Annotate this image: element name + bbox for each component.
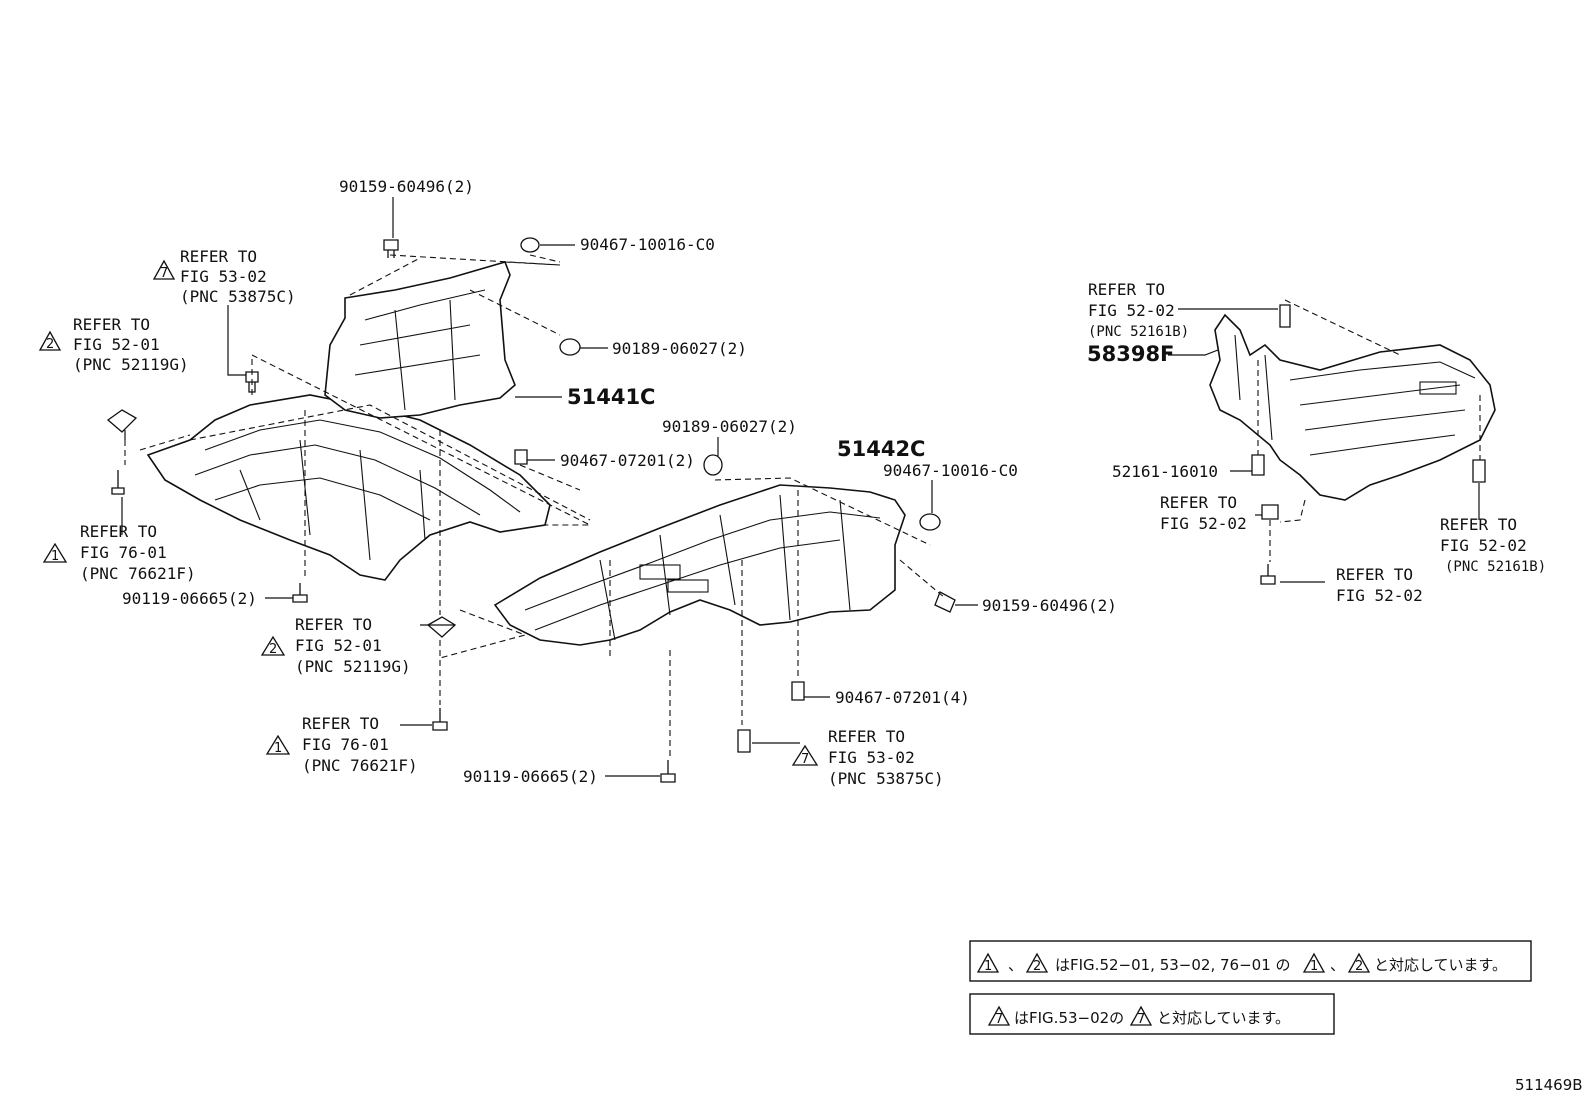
refer-callout-fig-53-02-top: 7 REFER TO FIG 53-02 (PNC 53875C) bbox=[152, 247, 296, 306]
figure-code: 511469B bbox=[1515, 1076, 1583, 1094]
refer-callout-fig-76-01-left: 1 REFER TO FIG 76-01 (PNC 76621F) bbox=[42, 522, 196, 583]
callout-line: FIG 52-01 bbox=[73, 335, 160, 354]
note-box-2: 7 はFIG.53−02の 7 と対応しています。 bbox=[969, 993, 1335, 1035]
note-separator: 、 bbox=[1008, 956, 1023, 974]
callout-line: FIG 52-02 bbox=[1088, 301, 1175, 320]
fastener-nut-90467-10016-top bbox=[520, 237, 540, 253]
refer-callout-fig-52-02-right-far: REFER TO FIG 52-02 (PNC 52161B) bbox=[1440, 515, 1546, 575]
assembly-lines bbox=[124, 254, 1481, 760]
callout-triangle-number: 7 bbox=[801, 752, 809, 767]
fastener-bolt-90119-a bbox=[292, 583, 308, 603]
fastener-clip-90159-top bbox=[383, 239, 399, 258]
part-label-90159-60496-bottom: 90159-60496(2) bbox=[982, 596, 1117, 615]
callout-triangle-number: 2 bbox=[269, 642, 277, 657]
callout-line: FIG 53-02 bbox=[180, 267, 267, 286]
callout-line: FIG 76-01 bbox=[80, 543, 167, 562]
refer-callout-fig-52-01-mid: 2 REFER TO FIG 52-01 (PNC 52119G) bbox=[260, 615, 411, 676]
note-text: はFIG.53−02の bbox=[1014, 1009, 1124, 1027]
callout-line: (PNC 76621F) bbox=[302, 756, 418, 775]
fastener-nut-left bbox=[106, 409, 138, 433]
callout-line: FIG 52-02 bbox=[1160, 514, 1247, 533]
callout-line: (PNC 52119G) bbox=[295, 657, 411, 676]
callout-line: REFER TO bbox=[1088, 280, 1165, 299]
callout-line: REFER TO bbox=[1336, 565, 1413, 584]
callout-line: (PNC 53875C) bbox=[828, 769, 944, 788]
note-triangle-number: 1 bbox=[984, 959, 992, 974]
part-label-51442c: 51442C bbox=[837, 437, 925, 461]
refer-callout-fig-52-01-left: 2 REFER TO FIG 52-01 (PNC 52119G) bbox=[38, 315, 189, 374]
part-label-90119-06665-b: 90119-06665(2) bbox=[463, 767, 598, 786]
callout-triangle-number: 7 bbox=[160, 266, 168, 281]
fastener-grommet-90189-a bbox=[559, 338, 581, 356]
side-cover-58398f bbox=[1209, 313, 1496, 501]
callout-triangle-number: 2 bbox=[46, 337, 54, 352]
fastener-bolt-right bbox=[1260, 564, 1276, 585]
fastener-bolt-mid bbox=[432, 708, 448, 731]
callout-line: REFER TO bbox=[80, 522, 157, 541]
part-label-90189-06027-b: 90189-06027(2) bbox=[662, 417, 797, 436]
fastener-clip-52161 bbox=[1251, 454, 1265, 476]
refer-callout-fig-76-01-mid: 1 REFER TO FIG 76-01 (PNC 76621F) bbox=[265, 714, 418, 775]
callout-line: FIG 52-02 bbox=[1440, 536, 1527, 555]
note-text: と対応しています。 bbox=[1157, 1009, 1290, 1027]
note-text: と対応しています。 bbox=[1374, 956, 1507, 974]
callout-line: REFER TO bbox=[828, 727, 905, 746]
refer-callout-fig-53-02-mid: 7 REFER TO FIG 53-02 (PNC 53875C) bbox=[791, 727, 944, 788]
note-triangle-number: 2 bbox=[1033, 959, 1041, 974]
fastener-nut-mid-left bbox=[426, 616, 457, 638]
fastener-clip-right-top bbox=[1279, 304, 1291, 328]
under-cover-51441c bbox=[146, 261, 551, 581]
fastener-nut-right bbox=[1261, 504, 1279, 520]
fastener-grommet-90189-b bbox=[703, 454, 723, 476]
callout-line: (PNC 52161B) bbox=[1445, 559, 1546, 575]
part-label-90467-07201-4: 90467-07201(4) bbox=[835, 688, 970, 707]
callout-line: (PNC 52161B) bbox=[1088, 324, 1189, 340]
part-label-90467-10016-c0-mid: 90467-10016-C0 bbox=[883, 461, 1018, 480]
part-label-51441c: 51441C bbox=[567, 385, 655, 409]
callout-line: REFER TO bbox=[1440, 515, 1517, 534]
under-cover-51442c bbox=[493, 484, 906, 646]
callout-line: FIG 52-01 bbox=[295, 636, 382, 655]
note-triangle-number: 1 bbox=[1310, 959, 1318, 974]
part-label-52161-16010: 52161-16010 bbox=[1112, 462, 1218, 481]
note-text: はFIG.52−01, 53−02, 76−01 の bbox=[1055, 956, 1291, 974]
callout-line: FIG 76-01 bbox=[302, 735, 389, 754]
part-label-90467-10016-c0-top: 90467-10016-C0 bbox=[580, 235, 715, 254]
note-triangle-number: 7 bbox=[1137, 1012, 1145, 1027]
callout-line: REFER TO bbox=[1160, 493, 1237, 512]
part-label-90189-06027-a: 90189-06027(2) bbox=[612, 339, 747, 358]
fastener-clip-mid-right bbox=[737, 729, 751, 753]
callout-triangle-number: 1 bbox=[274, 741, 282, 756]
callout-line: REFER TO bbox=[302, 714, 379, 733]
note-triangle-number: 2 bbox=[1355, 959, 1363, 974]
refer-callout-fig-52-02-right-top: REFER TO FIG 52-02 (PNC 52161B) bbox=[1088, 280, 1189, 340]
fastener-clip-right-far bbox=[1472, 459, 1486, 483]
refer-callout-fig-52-02-right-mid: REFER TO FIG 52-02 bbox=[1160, 493, 1247, 533]
part-label-90467-07201-2: 90467-07201(2) bbox=[560, 451, 695, 470]
callout-line: REFER TO bbox=[180, 247, 257, 266]
part-label-58398f: 58398F bbox=[1087, 342, 1174, 366]
fastener-clip-90467-07201-2 bbox=[514, 449, 528, 465]
callout-triangle-number: 1 bbox=[51, 549, 59, 564]
fastener-screw-90159-bottom bbox=[934, 591, 956, 613]
refer-callout-fig-52-02-right-bottom: REFER TO FIG 52-02 bbox=[1336, 565, 1423, 605]
callout-line: (PNC 76621F) bbox=[80, 564, 196, 583]
callout-line: (PNC 53875C) bbox=[180, 287, 296, 306]
callout-line: FIG 53-02 bbox=[828, 748, 915, 767]
part-label-90119-06665-a: 90119-06665(2) bbox=[122, 589, 257, 608]
fastener-bolt-90119-b bbox=[660, 760, 676, 783]
fastener-clip-90467-07201-4 bbox=[791, 681, 805, 701]
fastener-nut-90467-10016-mid bbox=[919, 513, 941, 531]
callout-line: REFER TO bbox=[295, 615, 372, 634]
leader-lines bbox=[121, 197, 1480, 777]
note-triangle-number: 7 bbox=[995, 1012, 1003, 1027]
fastener-bolt-left bbox=[111, 470, 125, 495]
callout-line: (PNC 52119G) bbox=[73, 355, 189, 374]
note-box-1: 1 、 2 はFIG.52−01, 53−02, 76−01 の 1 、 2 と… bbox=[969, 940, 1532, 982]
part-label-90159-60496-top: 90159-60496(2) bbox=[339, 177, 474, 196]
callout-line: REFER TO bbox=[73, 315, 150, 334]
note-separator: 、 bbox=[1330, 956, 1345, 974]
callout-line: FIG 52-02 bbox=[1336, 586, 1423, 605]
